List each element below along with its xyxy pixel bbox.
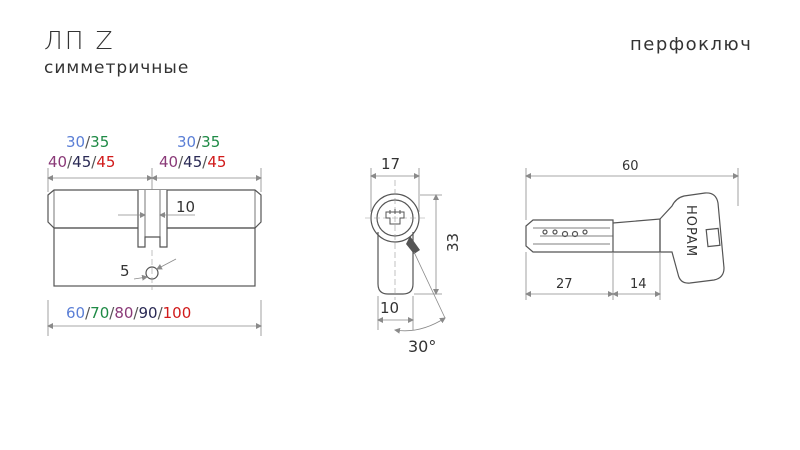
right-top-30: 30 [177, 133, 196, 151]
profile-dimensions [370, 168, 446, 334]
svg-text:40/45/45: 40/45/45 [48, 153, 115, 171]
model-variant: симметричные [44, 58, 190, 78]
total-90: 90 [138, 304, 157, 322]
right-bottom-40: 40 [159, 153, 178, 171]
svg-text:60/70/80/90/100: 60/70/80/90/100 [66, 304, 191, 322]
left-bottom-40: 40 [48, 153, 67, 171]
key-length-label: 60 [622, 159, 639, 174]
key-brand-label: HOPAM [683, 205, 698, 257]
svg-text:30/35: 30/35 [177, 133, 220, 151]
right-top-35: 35 [201, 133, 220, 151]
left-top-30: 30 [66, 133, 85, 151]
key-head-slot [705, 227, 721, 248]
profile-lower-body [377, 232, 414, 295]
total-100: 100 [163, 304, 192, 322]
key-shank-label: 14 [630, 277, 647, 292]
cam-slot [137, 190, 168, 248]
left-bottom-45-a: 45 [72, 153, 91, 171]
profile-lower-width-label: 10 [380, 299, 399, 317]
key-dimensions [525, 168, 739, 300]
right-bottom-45-a: 45 [183, 153, 202, 171]
profile-angle-label: 30° [408, 337, 436, 356]
left-bottom-45-b: 45 [96, 153, 115, 171]
cylinder-labels: 30/35 40/45/45 30/35 40/45/45 10 5 60/70… [48, 133, 226, 322]
total-60: 60 [66, 304, 85, 322]
cylinder-profile-view [365, 180, 446, 319]
key-type-label: перфоключ [630, 34, 753, 55]
key-blade-label: 27 [556, 277, 573, 292]
key-head [659, 192, 725, 284]
cylinder-side-view [47, 189, 262, 290]
cam-width-label: 10 [176, 198, 195, 216]
svg-text:40/45/45: 40/45/45 [159, 153, 226, 171]
cylinder-dimensions [47, 168, 262, 336]
cylinder-upper-body [47, 189, 262, 229]
key-shank [612, 218, 661, 253]
key-drawing [525, 192, 725, 284]
svg-text:30/35: 30/35 [66, 133, 109, 151]
right-bottom-45-b: 45 [207, 153, 226, 171]
left-top-35: 35 [90, 133, 109, 151]
profile-height-label: 33 [444, 233, 462, 252]
total-70: 70 [90, 304, 109, 322]
model-title: ЛП Z [44, 26, 115, 55]
screw-diameter-label: 5 [120, 262, 130, 280]
profile-width-label: 17 [381, 155, 400, 173]
total-80: 80 [114, 304, 133, 322]
